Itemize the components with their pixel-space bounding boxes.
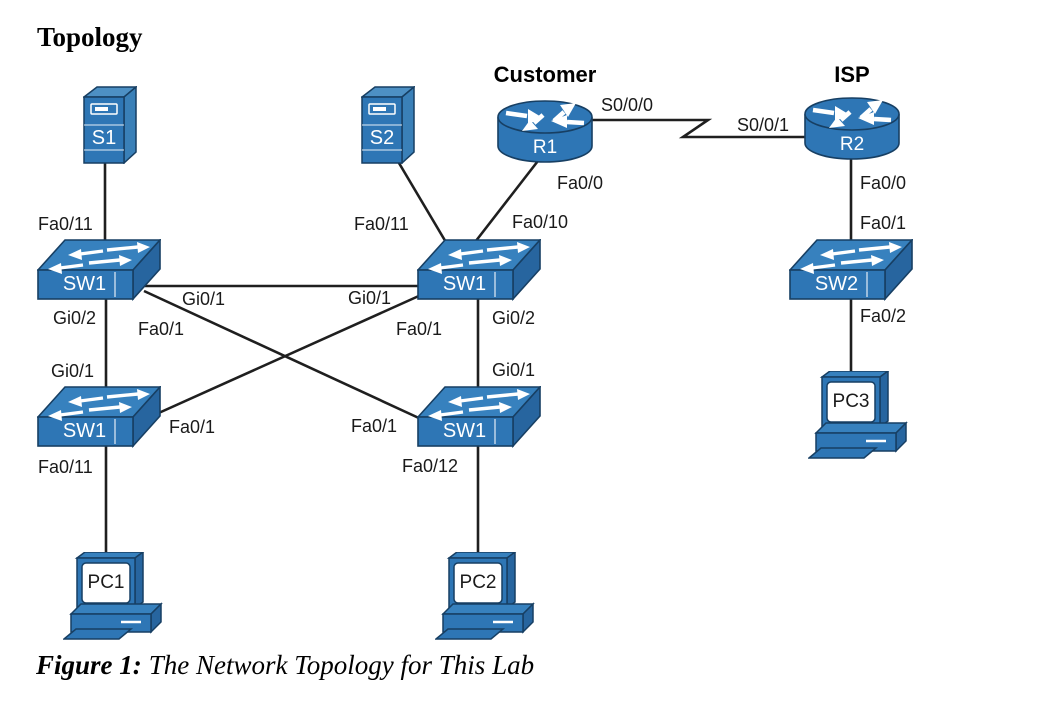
device-sw2: SW2	[789, 239, 913, 301]
device-label-sw1-center: SW1	[442, 273, 487, 295]
device-label-sw1-bottom-left: SW1	[62, 420, 107, 442]
figure-caption-text: The Network Topology for This Lab	[148, 650, 535, 680]
device-s1: S1	[83, 86, 137, 164]
iface-label-r2-fa00: Fa0/0	[860, 173, 907, 193]
device-label-pc1: PC1	[87, 572, 125, 593]
iface-label-trunk-right-gi01: Gi0/1	[348, 288, 392, 308]
device-sw1-center: SW1	[417, 239, 541, 301]
device-sw1-bottom-center: SW1	[417, 386, 541, 448]
iface-label-swbl-gi01: Gi0/1	[51, 361, 95, 381]
iface-label-r1-fa00: Fa0/0	[557, 173, 604, 193]
iface-label-swbl-fa011: Fa0/11	[38, 457, 93, 477]
device-pc3: PC3	[808, 371, 908, 459]
device-label-r2: R2	[839, 134, 865, 155]
link-s2-sw1	[394, 157, 452, 250]
pc-icon	[435, 552, 535, 640]
device-s2: S2	[361, 86, 415, 164]
device-label-s2: S2	[369, 127, 395, 149]
figure-caption: Figure 1:The Network Topology for This L…	[36, 650, 534, 681]
server-icon	[83, 86, 137, 164]
iface-label-swbc-fa01: Fa0/1	[351, 416, 398, 436]
iface-label-s2-fa011: Fa0/11	[354, 214, 409, 234]
iface-label-swbc-fa012: Fa0/12	[402, 456, 459, 476]
device-pc2: PC2	[435, 552, 535, 640]
node-title-customer: Customer	[493, 62, 597, 87]
device-pc1: PC1	[63, 552, 163, 640]
device-label-pc2: PC2	[459, 572, 497, 593]
iface-label-sw2-fa02: Fa0/2	[860, 306, 907, 326]
iface-label-swbl-fa01: Fa0/1	[169, 417, 216, 437]
iface-label-sw2-fa01: Fa0/1	[860, 213, 907, 233]
node-title-isp: ISP	[834, 62, 870, 87]
pc-icon	[63, 552, 163, 640]
device-sw1-top-left: SW1	[37, 239, 161, 301]
iface-label-swbc-gi01: Gi0/1	[492, 360, 536, 380]
link-swleft-swbc	[143, 289, 422, 421]
pc-icon	[808, 371, 908, 459]
link-r1-sw1	[470, 156, 543, 247]
iface-label-swleft-gi02: Gi0/2	[53, 308, 97, 328]
device-label-pc3: PC3	[832, 391, 870, 412]
device-label-s1: S1	[91, 127, 117, 149]
link-swcenter-swbl	[151, 293, 422, 418]
device-sw1-bottom-left: SW1	[37, 386, 161, 448]
device-label-r1: R1	[532, 137, 558, 158]
iface-label-r1-s000: S0/0/0	[601, 95, 654, 115]
device-r1: R1	[497, 100, 593, 166]
page-title: Topology	[37, 22, 143, 52]
iface-label-swleft-fa01: Fa0/1	[138, 319, 185, 339]
link-serial-r1-r2	[589, 118, 810, 139]
iface-label-s1-fa011: Fa0/11	[38, 214, 93, 234]
device-label-sw2: SW2	[814, 273, 859, 295]
iface-label-trunk-left-gi01: Gi0/1	[182, 289, 226, 309]
iface-label-r2-s001: S0/0/1	[737, 115, 790, 135]
iface-label-sw1c-fa010: Fa0/10	[512, 212, 569, 232]
iface-label-swcenter-fa01: Fa0/1	[396, 319, 443, 339]
figure-caption-prefix: Figure 1:	[36, 650, 142, 680]
server-icon	[361, 86, 415, 164]
iface-label-swcenter-gi02: Gi0/2	[492, 308, 536, 328]
device-label-sw1-bottom-center: SW1	[442, 420, 487, 442]
device-r2: R2	[804, 97, 900, 163]
device-label-sw1-top-left: SW1	[62, 273, 107, 295]
